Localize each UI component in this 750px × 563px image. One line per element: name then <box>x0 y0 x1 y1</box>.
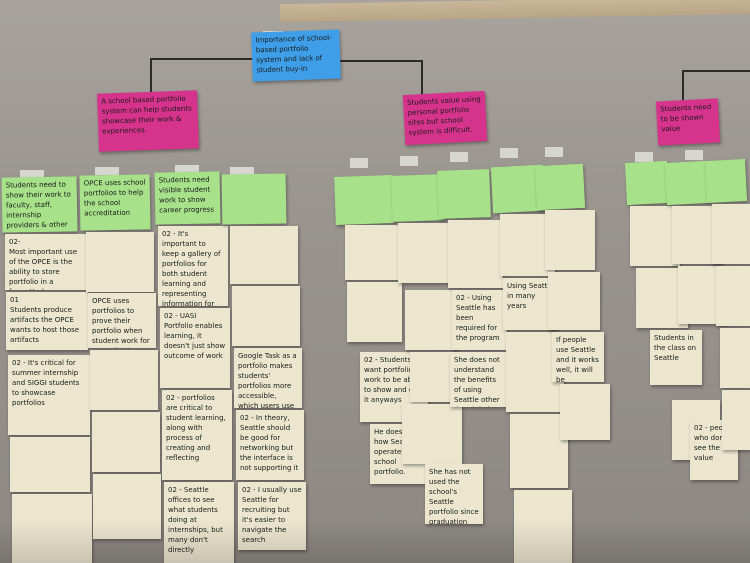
tape <box>500 148 518 158</box>
note-text: 01 Students produce artifacts the OPCE w… <box>10 296 80 344</box>
note-text: Students need to be shown value <box>660 102 714 134</box>
finding-note: OPCE uses portfolios to prove their port… <box>88 293 156 348</box>
finding-note: 02 - people who don't see the value <box>690 420 738 480</box>
note-text: 02- Most important use of the OPCE is th… <box>9 238 78 290</box>
note-text: 02 - portfolios are critical to student … <box>166 394 229 462</box>
category-note-green <box>534 163 586 211</box>
note-text: 02 - It's critical for summer internship… <box>12 359 82 407</box>
finding-note: 01 Students produce artifacts the OPCE w… <box>6 292 88 350</box>
finding-note <box>545 210 595 270</box>
tree-line <box>421 60 423 97</box>
tree-line <box>150 58 152 98</box>
tape <box>230 167 254 175</box>
finding-note: 02 - In theory, Seattle should be good f… <box>236 410 304 480</box>
finding-note <box>720 328 750 388</box>
note-text: Using Seattle in many years <box>507 282 554 310</box>
category-note-green: OPCE uses school portfolios to help the … <box>79 174 151 231</box>
note-text: 02 - UASI Portfolio enables learning, it… <box>164 312 228 360</box>
note-text: She has not used the school's Seattle po… <box>429 468 481 524</box>
finding-note <box>86 232 154 292</box>
tape <box>95 167 119 175</box>
tape <box>545 147 563 157</box>
finding-note: Google Task as a portfolio makes student… <box>234 348 302 408</box>
finding-note: 02 - It's important to keep a gallery of… <box>158 226 228 306</box>
finding-note <box>230 226 298 284</box>
finding-note <box>402 404 462 464</box>
finding-note <box>560 384 610 440</box>
tape <box>685 150 703 160</box>
wood-shelf <box>280 0 750 23</box>
note-text: Students value using personal portfolio … <box>406 94 484 137</box>
finding-note <box>405 290 457 350</box>
finding-note <box>345 225 400 280</box>
finding-note: 02 - Seattle offices to see what student… <box>164 482 234 563</box>
finding-note: 02 - UASI Portfolio enables learning, it… <box>160 308 230 388</box>
note-text: 02 - Using Seattle has been required for… <box>456 294 500 342</box>
note-text: 02 - It's important to keep a gallery of… <box>162 230 221 306</box>
category-note-green <box>664 160 710 206</box>
finding-note <box>630 206 680 266</box>
tape <box>635 152 653 162</box>
category-note-green: Students need to show their work to facu… <box>1 176 78 233</box>
finding-note: 02 - portfolios are critical to student … <box>162 390 232 480</box>
tree-line <box>682 70 750 72</box>
note-text: Students in the class on Seattle <box>654 334 699 362</box>
note-text: She does not understand the benefits of … <box>454 356 500 407</box>
note-text: Students need to show their work to facu… <box>5 180 71 233</box>
finding-note <box>510 414 568 488</box>
tree-line <box>150 58 275 60</box>
note-text: If people use Seattle and it works well,… <box>556 336 599 382</box>
category-note-green <box>437 169 491 219</box>
note-text: Students need visible student work to sh… <box>158 175 215 215</box>
finding-note <box>232 286 300 346</box>
finding-note: Students in the class on Seattle <box>650 330 702 385</box>
note-text: Importance of school-based portfolio sys… <box>255 33 332 75</box>
tree-line <box>682 70 684 102</box>
finding-note: 02 - I usually use Seattle for recruitin… <box>238 482 306 550</box>
tree-line <box>337 60 422 62</box>
finding-note <box>548 272 600 330</box>
tape <box>400 156 418 166</box>
finding-note <box>398 223 450 283</box>
category-note-green <box>334 175 394 225</box>
category-note-green <box>221 173 287 225</box>
finding-note <box>12 494 92 563</box>
tape <box>20 170 44 178</box>
finding-note <box>448 220 503 288</box>
finding-note <box>92 412 160 472</box>
note-text: A school based portfolio system can help… <box>101 94 195 136</box>
finding-note <box>722 390 750 450</box>
finding-note <box>10 437 90 492</box>
note-text: OPCE uses portfolios to prove their port… <box>92 297 150 348</box>
tape <box>175 165 199 173</box>
finding-note: She does not understand the benefits of … <box>450 352 508 407</box>
finding-note: 02 - Using Seattle has been required for… <box>452 290 507 350</box>
category-note-green <box>704 158 748 204</box>
finding-note: 02 - It's critical for summer internship… <box>8 355 90 435</box>
finding-note: If people use Seattle and it works well,… <box>552 332 604 382</box>
note-text: 02 - In theory, Seattle should be good f… <box>240 414 299 472</box>
category-note-green: Students need visible student work to sh… <box>154 171 221 225</box>
finding-note: She has not used the school's Seattle po… <box>425 464 483 524</box>
insight-note-pink: A school based portfolio system can help… <box>97 90 199 152</box>
category-note-green <box>624 160 670 206</box>
note-text: Google Task as a portfolio makes student… <box>238 352 299 408</box>
finding-note <box>514 490 572 563</box>
insight-note-pink: Students value using personal portfolio … <box>402 90 488 146</box>
finding-note <box>716 266 750 326</box>
note-text: 02 - people who don't see the value <box>694 424 734 462</box>
finding-note <box>90 350 158 410</box>
finding-note <box>93 474 161 539</box>
finding-note: 02- Most important use of the OPCE is th… <box>5 234 87 290</box>
tape <box>350 158 368 168</box>
note-text: 02 - I usually use Seattle for recruitin… <box>242 486 304 544</box>
note-text: OPCE uses school portfolios to help the … <box>83 178 148 218</box>
finding-note <box>712 204 750 264</box>
tape <box>450 152 468 162</box>
note-text: 02 - Seattle offices to see what student… <box>168 486 226 554</box>
insight-note-pink: Students need to be shown value <box>655 98 721 146</box>
finding-note <box>347 282 402 342</box>
theme-note-blue: Importance of school-based portfolio sys… <box>251 29 341 82</box>
